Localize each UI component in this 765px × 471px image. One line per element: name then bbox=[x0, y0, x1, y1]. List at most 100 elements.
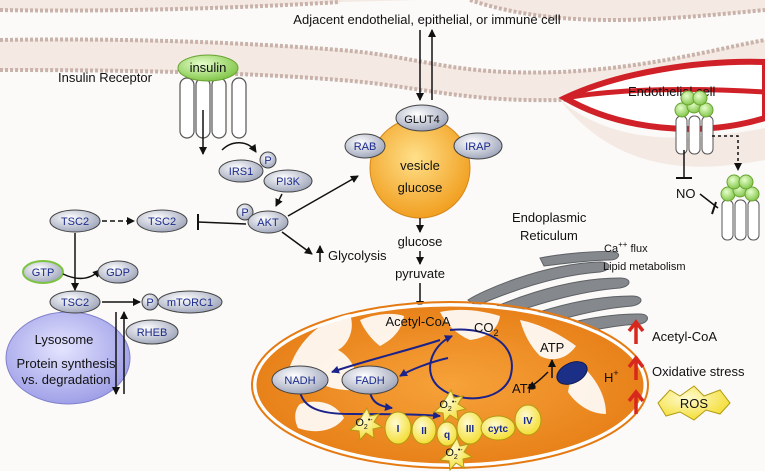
gtp-node bbox=[22, 260, 64, 284]
irs1-label: IRS1 bbox=[229, 166, 253, 178]
nadh-label: NADH bbox=[284, 375, 315, 387]
no-label: NO bbox=[676, 186, 696, 201]
rab-label: RAB bbox=[354, 141, 377, 153]
fadh-label: FADH bbox=[355, 375, 384, 387]
protein-synthesis-label-2: vs. degradation bbox=[22, 372, 111, 387]
gtp-label: GTP bbox=[32, 267, 55, 279]
up-arrow-acetyl-coa bbox=[627, 319, 645, 344]
er-label-2: Reticulum bbox=[520, 228, 578, 243]
atp-synthase bbox=[556, 361, 588, 385]
protein-synthesis-label-1: Protein synthesis bbox=[17, 356, 116, 371]
arrow-cycle-fadh bbox=[399, 357, 449, 377]
arrow-acetylcoa-nadh bbox=[331, 339, 441, 374]
complex-4-label: IV bbox=[523, 416, 533, 427]
tsc2-node-lysosome bbox=[49, 290, 101, 314]
tsc2-right-label: TSC2 bbox=[148, 216, 176, 228]
superoxide-3-label: O2•- bbox=[445, 447, 463, 461]
acetyl-coa-mito-label: Acetyl-CoA bbox=[385, 314, 450, 329]
mtorc1-label: mTORC1 bbox=[167, 297, 213, 309]
legend-acetyl-coa-label: Acetyl-CoA bbox=[652, 329, 717, 344]
pyruvate-label: pyruvate bbox=[395, 266, 445, 281]
up-arrow-oxidative-stress bbox=[627, 355, 645, 380]
superoxide-1-label: O2•- bbox=[355, 417, 373, 431]
glucose-label: glucose bbox=[398, 234, 443, 249]
superoxide-star-2 bbox=[432, 388, 468, 424]
legend-ros-label: ROS bbox=[680, 396, 709, 411]
nadh-node bbox=[271, 365, 329, 395]
tsc2-node-left bbox=[49, 209, 101, 233]
ros-star-icon bbox=[657, 385, 731, 421]
rab-node bbox=[344, 133, 386, 159]
arrow-akt-vesicle bbox=[287, 175, 359, 217]
irs1-phospho bbox=[259, 151, 277, 169]
tsc2-left-label: TSC2 bbox=[61, 216, 89, 228]
blood-vessel-shape bbox=[558, 58, 765, 132]
irs1-node bbox=[218, 159, 264, 183]
superoxide-star-1 bbox=[348, 406, 384, 442]
superoxide-star-3 bbox=[438, 436, 474, 471]
complex-3-label: III bbox=[466, 424, 475, 435]
tsc2-node-right bbox=[136, 209, 188, 233]
glut4-label: GLUT4 bbox=[404, 114, 439, 126]
arrow-receptor-irs1 bbox=[221, 142, 257, 153]
akt-phospho-label: P bbox=[241, 207, 248, 219]
insulin-receptor bbox=[177, 54, 247, 139]
insulin-label: insulin bbox=[190, 60, 227, 75]
inhibit-akt-tsc2 bbox=[197, 221, 247, 225]
pi3k-node bbox=[263, 169, 313, 193]
akt-phospho bbox=[236, 203, 254, 221]
er-label-1: Endoplasmic bbox=[512, 210, 587, 225]
complex-cytc-label: cytc bbox=[488, 424, 508, 435]
insulin-ligand bbox=[177, 54, 239, 82]
fadh-node bbox=[341, 365, 399, 395]
dashed-arrow-receptor bbox=[712, 135, 742, 171]
atp-top-label: ATP bbox=[540, 340, 564, 355]
tsc2-lysosome-label: TSC2 bbox=[61, 297, 89, 309]
irs1-phospho-label: P bbox=[264, 155, 271, 167]
mitochondrion bbox=[251, 301, 649, 469]
mtorc1-node bbox=[157, 290, 223, 314]
pi3k-label: PI3K bbox=[276, 176, 301, 188]
complex-2-label: II bbox=[421, 426, 427, 437]
cell-membrane-bilayer bbox=[0, 0, 765, 167]
legend-oxidative-stress-label: Oxidative stress bbox=[652, 364, 745, 379]
arrow-atp-synthase bbox=[527, 371, 549, 389]
lysosome-label: Lysosome bbox=[35, 332, 94, 347]
arrow-akt-glycolysis bbox=[281, 231, 313, 255]
gdp-label: GDP bbox=[106, 267, 130, 279]
mtorc1-phospho-label: P bbox=[146, 297, 153, 309]
rheb-node bbox=[125, 319, 179, 345]
arrow-gtp-gdp bbox=[62, 269, 101, 280]
legend-oxidative-stress: Oxidative stress bbox=[627, 355, 745, 380]
glut4-node bbox=[395, 104, 449, 132]
vesicle-glucose-label: glucose bbox=[398, 180, 443, 195]
complex-q-label: q bbox=[444, 430, 450, 441]
irap-node bbox=[453, 132, 503, 160]
glycolysis-label: Glycolysis bbox=[328, 248, 387, 263]
legend-acetyl-coa: Acetyl-CoA bbox=[627, 319, 717, 344]
endothelial-receptor-bottom bbox=[720, 174, 760, 241]
legend-ros: ROS bbox=[627, 385, 731, 421]
gdp-node bbox=[97, 260, 139, 284]
electron-transport-chain bbox=[384, 404, 542, 447]
akt-label: AKT bbox=[257, 217, 279, 229]
arrow-nadh-chain bbox=[299, 391, 441, 420]
atp-bottom-label: ATP bbox=[512, 381, 536, 396]
adjacent-cell-label: Adjacent endothelial, epithelial, or imm… bbox=[293, 12, 560, 27]
inhibit-bar-no-receptor bbox=[711, 201, 717, 215]
up-arrow-ros bbox=[627, 389, 645, 414]
arrow-pi3k-akt bbox=[275, 193, 283, 207]
co2-label: CO2 bbox=[474, 320, 499, 338]
h-plus-label: H+ bbox=[604, 368, 619, 385]
akt-node bbox=[247, 210, 289, 234]
lipid-metabolism-label: Lipid metabolism bbox=[603, 261, 686, 273]
ca-flux-label: Ca++ flux bbox=[604, 240, 648, 255]
complex-1-label: I bbox=[397, 424, 400, 435]
endothelial-receptor-top bbox=[674, 90, 714, 155]
irap-label: IRAP bbox=[465, 141, 491, 153]
rheb-label: RHEB bbox=[137, 327, 168, 339]
superoxide-2-label: O2•- bbox=[439, 399, 457, 413]
insulin-receptor-label: Insulin Receptor bbox=[58, 70, 153, 85]
